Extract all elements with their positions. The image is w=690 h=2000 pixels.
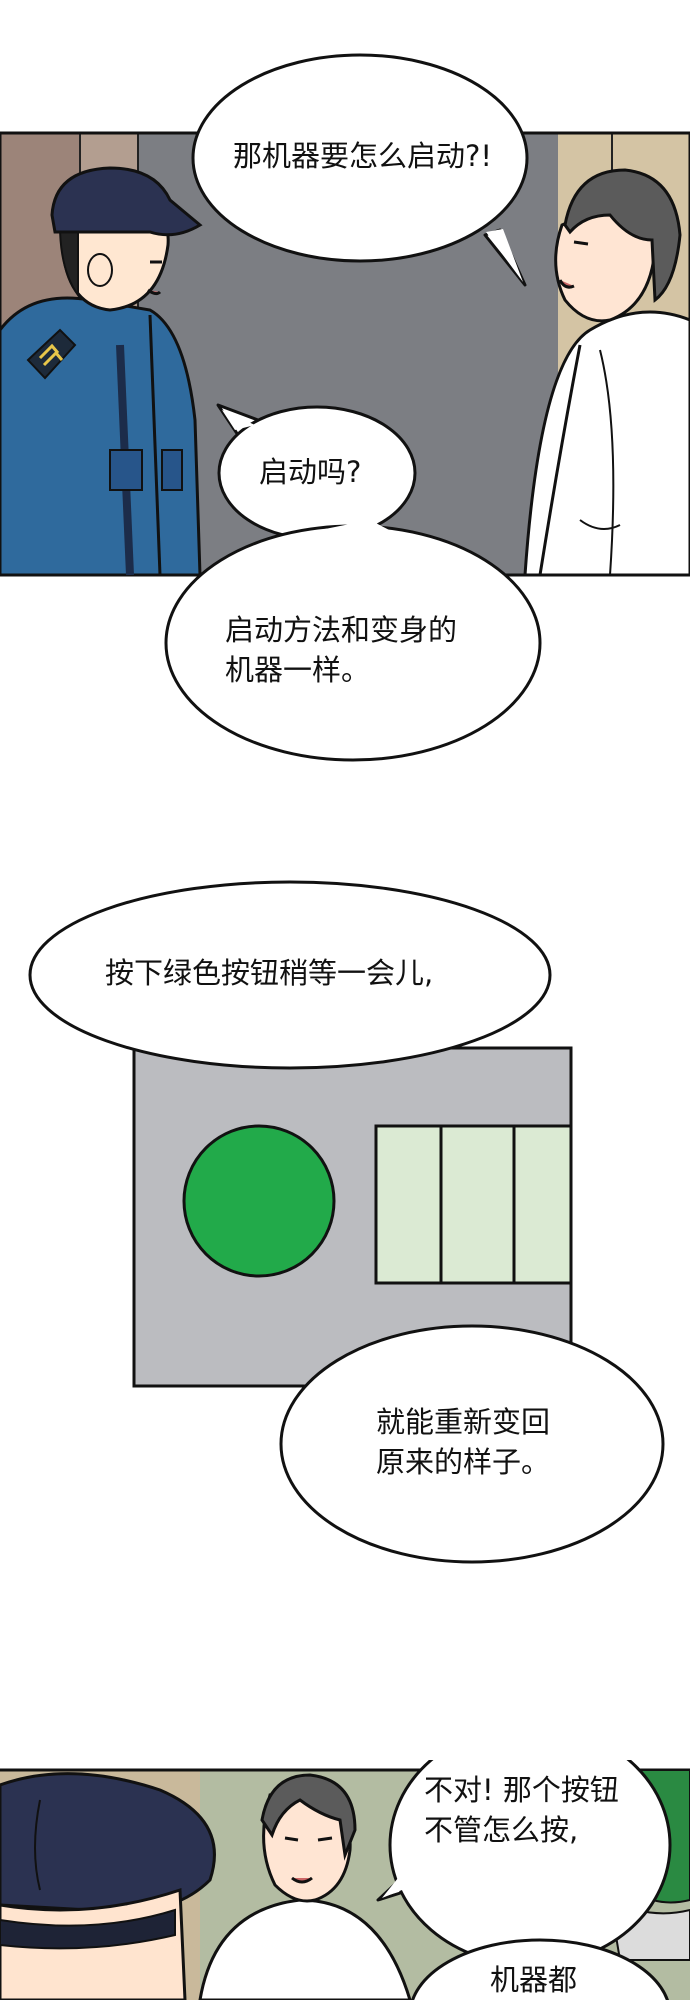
panel-3-art [0,1760,690,2000]
speech-text-echo: 启动吗? [259,455,362,489]
man-background-figure [198,1773,412,2000]
green-button [182,1124,336,1278]
panel-1-bubbles [164,53,542,762]
speech-text-cutoff: 机器都 [490,1963,578,1997]
speech-text-instruction: 按下绿色按钮稍等一会儿, [105,956,434,990]
indicator-lights [374,1124,573,1285]
speech-bubble-answer [164,520,542,762]
man-white-shirt-figure [523,168,690,577]
speech-text-question: 那机器要怎么启动?! [233,139,493,173]
officer-cap-foreground [0,1772,216,2000]
speech-text-answer: 启动方法和变身的 机器一样。 [225,613,458,687]
speech-text-result: 就能重新变回 原来的样子。 [376,1405,551,1479]
speech-bubble-question [191,53,529,287]
speech-bubble-cutoff [411,1938,669,2000]
panel-2-art [28,880,665,1564]
police-officer-figure [0,166,203,577]
speech-text-objection: 不对! 那个按钮 不管怎么按, [424,1773,619,1847]
speech-bubble-instruction [28,880,552,1070]
speech-bubble-result [279,1324,665,1564]
